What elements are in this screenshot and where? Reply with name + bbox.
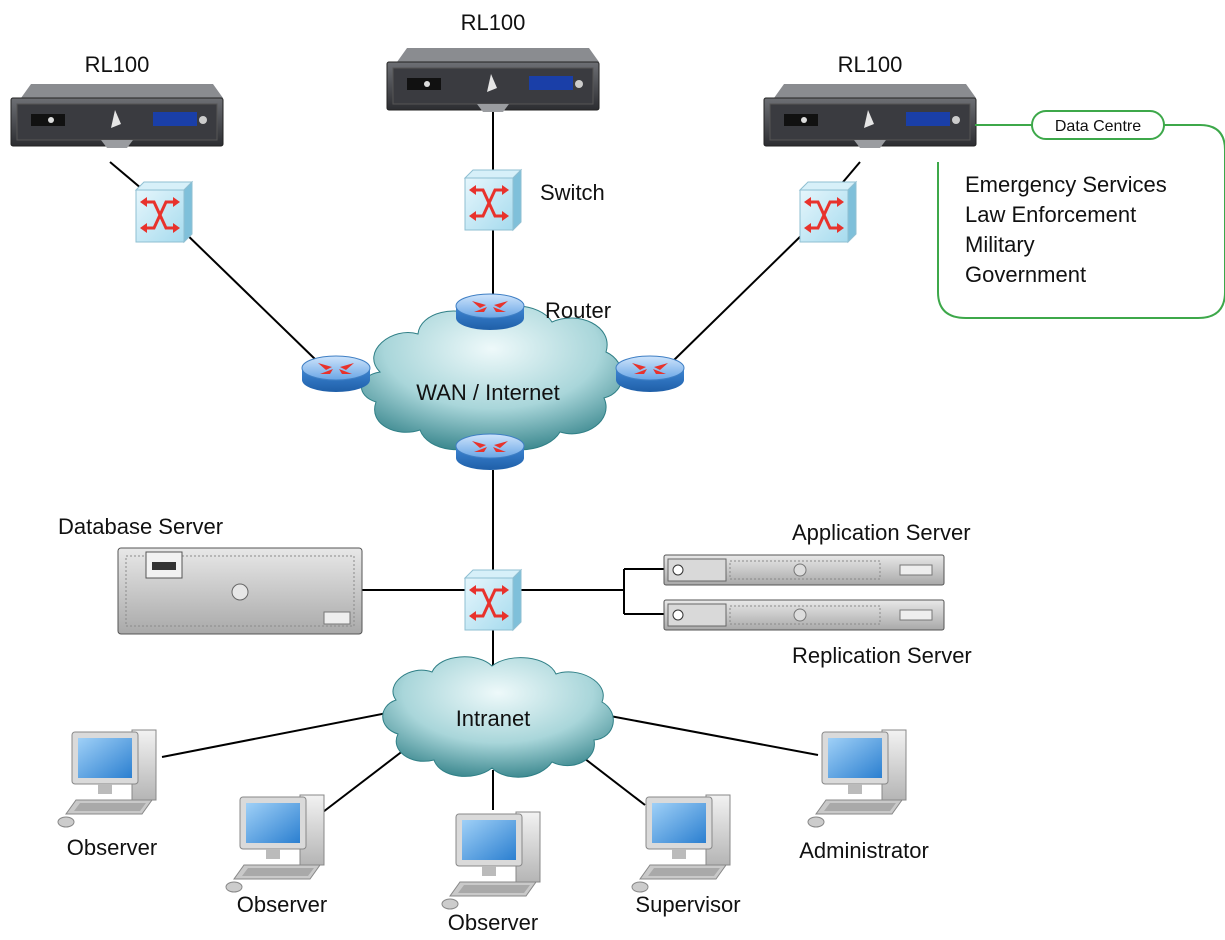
link-switch-app-servers xyxy=(520,568,664,615)
link-intranet-observer-1 xyxy=(161,711,393,758)
client-observer-3: Observer xyxy=(441,811,541,935)
switch-icon xyxy=(798,180,858,244)
database-server-label: Database Server xyxy=(58,514,223,539)
router-label: Router xyxy=(545,298,611,323)
application-server: Application Server xyxy=(663,520,971,586)
desktop-computer-icon xyxy=(441,811,541,910)
intranet-label: Intranet xyxy=(456,706,531,731)
desktop-computer-icon xyxy=(631,794,731,893)
client-label: Observer xyxy=(448,910,538,935)
client-label: Administrator xyxy=(799,838,929,863)
switch-icon xyxy=(134,180,194,244)
application-server-label: Application Server xyxy=(792,520,971,545)
client-observer-1: Observer xyxy=(57,729,157,860)
router-icon xyxy=(455,293,525,331)
link-intranet-observer-2 xyxy=(322,749,405,813)
switch-icon xyxy=(463,168,523,232)
link-intranet-administrator xyxy=(609,715,819,756)
data-centre-tag xyxy=(1031,110,1165,140)
switch-label: Switch xyxy=(540,180,605,205)
database-server: Database Server xyxy=(58,514,363,635)
rl100-label-1: RL100 xyxy=(85,52,150,77)
router-icon xyxy=(455,433,525,471)
wan-label: WAN / Internet xyxy=(416,380,559,405)
client-label: Supervisor xyxy=(635,892,740,917)
router-icon xyxy=(301,355,371,393)
link-switch-router-right xyxy=(671,229,808,363)
rl100-label-2: RL100 xyxy=(461,10,526,35)
data-centre-item: Military xyxy=(965,232,1035,257)
client-supervisor: Supervisor xyxy=(631,794,741,917)
data-centre-item: Government xyxy=(965,262,1086,287)
rl100-appliance-1: RL100 xyxy=(10,52,224,149)
intranet-cloud: Intranet xyxy=(382,656,614,778)
client-label: Observer xyxy=(67,835,157,860)
client-administrator: Administrator xyxy=(799,729,929,863)
rl100-appliance-2: RL100 xyxy=(386,10,600,113)
client-label: Observer xyxy=(237,892,327,917)
link-switch-router-left xyxy=(179,227,319,363)
link-intranet-supervisor xyxy=(579,754,646,806)
data-centre-item: Law Enforcement xyxy=(965,202,1136,227)
desktop-computer-icon xyxy=(807,729,907,828)
desktop-computer-icon xyxy=(225,794,325,893)
data-centre-tag-label: Data Centre xyxy=(1055,118,1141,135)
replication-server: Replication Server xyxy=(663,599,972,668)
rl100-appliance-3: RL100 xyxy=(763,52,977,149)
replication-server-label: Replication Server xyxy=(792,643,972,668)
wan-cloud: WAN / Internet xyxy=(361,305,623,451)
switch-icon xyxy=(463,568,523,632)
data-centre-item: Emergency Services xyxy=(965,172,1167,197)
router-icon xyxy=(615,355,685,393)
rl100-label-3: RL100 xyxy=(838,52,903,77)
data-centre-callout: Data Centre Emergency Services Law Enfor… xyxy=(937,110,1225,319)
desktop-computer-icon xyxy=(57,729,157,828)
client-observer-2: Observer xyxy=(225,794,327,917)
